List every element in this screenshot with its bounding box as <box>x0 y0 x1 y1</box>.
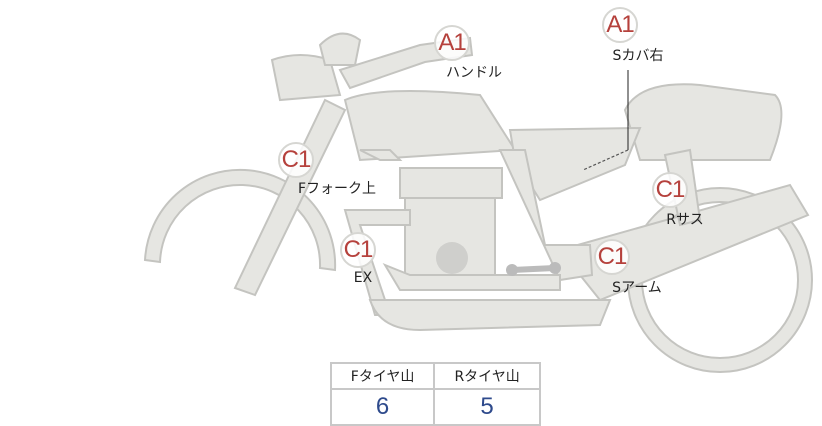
part-label-swing-arm: Sアーム <box>612 280 662 296</box>
rear-tire-value: 5 <box>433 388 541 426</box>
grade-badge-swing-arm: C1 <box>594 239 630 275</box>
part-label-exhaust: EX <box>353 270 373 286</box>
part-label-front-fork: Fフォーク上 <box>297 181 377 197</box>
grade-badge-front-fork: C1 <box>278 142 314 178</box>
grade-badge-side-cover-right: A1 <box>602 7 638 43</box>
part-label-side-cover-right: Sカバ右 <box>612 48 664 64</box>
tire-tread-table: Fタイヤ山 Rタイヤ山 6 5 <box>329 362 541 426</box>
grade-badge-handle: A1 <box>434 25 470 61</box>
rear-tire-header: Rタイヤ山 <box>433 362 541 390</box>
part-label-rear-suspension: Rサス <box>666 212 704 228</box>
front-tire-header: Fタイヤ山 <box>329 362 436 390</box>
grade-badge-rear-suspension: C1 <box>652 172 688 208</box>
grade-badge-exhaust: C1 <box>340 232 376 268</box>
part-label-handle: ハンドル <box>446 65 502 81</box>
front-tire-value: 6 <box>329 388 436 426</box>
